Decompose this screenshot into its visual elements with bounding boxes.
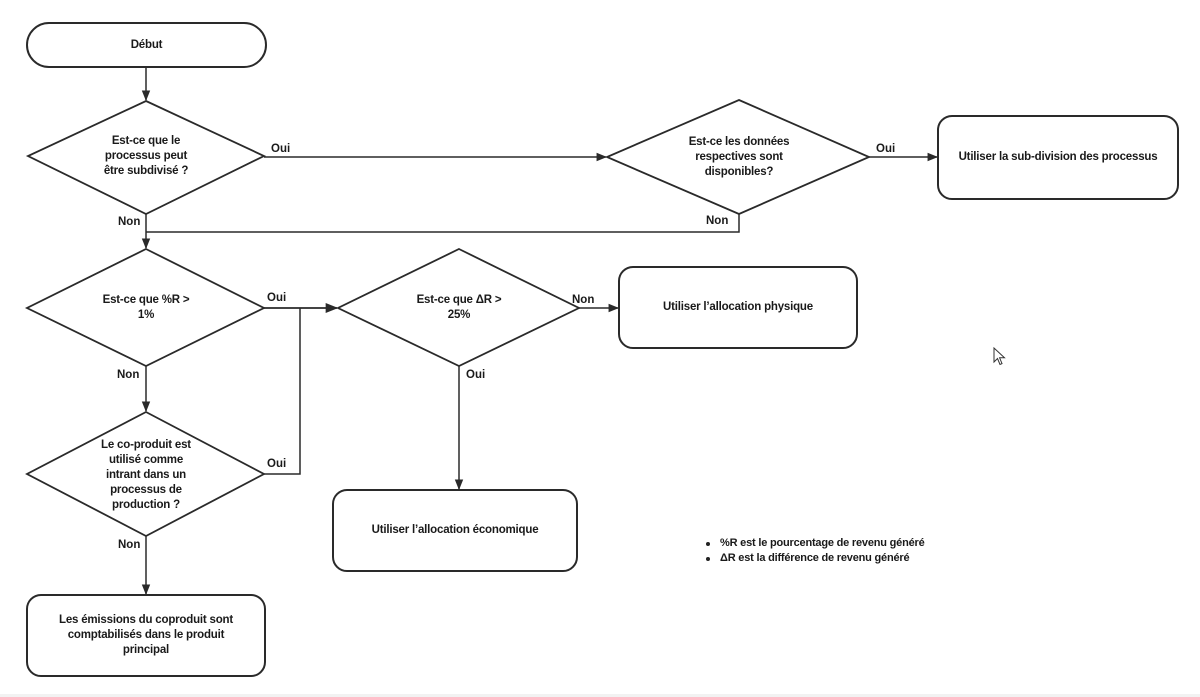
edge-label-delta-yes: Oui: [466, 369, 486, 381]
legend-text: %R est le pourcentage de revenu généré: [720, 537, 925, 549]
edge-label-data-yes: Oui: [876, 143, 896, 155]
edge-label-delta-no: Non: [572, 294, 595, 306]
bullet-icon: [706, 556, 710, 561]
process-subdivision-label: Utiliser la sub-division des processus: [958, 151, 1158, 163]
legend-item: %R est le pourcentage de revenu généré: [706, 536, 925, 551]
legend-item: ΔR est la différence de revenu généré: [706, 551, 925, 566]
edge-coproduct-yes: [264, 308, 301, 475]
edge-label-pct-yes: Oui: [267, 292, 287, 304]
edge-label-subdivide-yes: Oui: [271, 143, 291, 155]
bullet-icon: [706, 541, 710, 546]
edge-data-no: [146, 214, 740, 233]
process-physical-allocation-label: Utiliser l’allocation physique: [663, 301, 813, 313]
mouse-cursor-icon: [993, 347, 1006, 366]
edge-label-coproduct-no: Non: [118, 539, 141, 551]
decision-delta-r-label: Est-ce que ΔR > 25%: [416, 294, 502, 321]
edge-label-pct-no: Non: [117, 369, 140, 381]
legend: %R est le pourcentage de revenu généré Δ…: [706, 536, 925, 566]
start-label: Début: [130, 38, 163, 51]
decision-coproduct-input-label: Le co-produit est utilisé comme intrant …: [101, 438, 191, 511]
edge-label-data-no: Non: [706, 215, 729, 227]
decision-pct-r-label: Est-ce que %R > 1%: [102, 294, 190, 321]
edge-label-subdivide-no: Non: [118, 216, 141, 228]
process-emissions-main-product-label: Les émissions du coproduit sont comptabi…: [59, 614, 233, 656]
edge-label-coproduct-yes: Oui: [267, 458, 287, 470]
process-economic-allocation-label: Utiliser l’allocation économique: [371, 524, 539, 536]
decision-subdivide-label: Est-ce que le processus peut être subdiv…: [103, 134, 189, 177]
decision-data-available-label: Est-ce les données respectives sont disp…: [688, 135, 790, 178]
legend-text: ΔR est la différence de revenu généré: [720, 552, 910, 564]
bottom-divider: [0, 694, 1200, 697]
